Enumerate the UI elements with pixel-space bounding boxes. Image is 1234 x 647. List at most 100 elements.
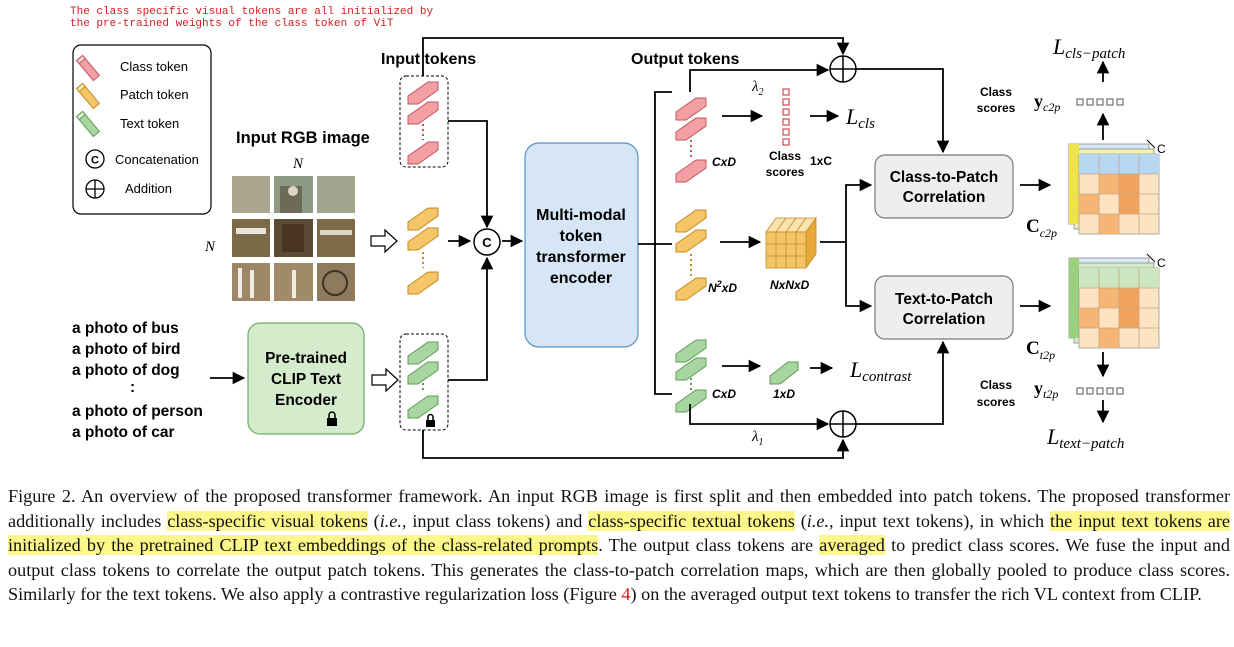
output-class-to-add-line [689, 63, 830, 92]
output-patch-dim: N2xD [708, 279, 737, 295]
output-text-dim: CxD [712, 387, 736, 401]
legend-concatenation-label: Concatenation [115, 152, 199, 167]
input-tokens-title: Input tokens [381, 51, 476, 68]
c2p-correlation-map [1068, 139, 1160, 235]
clip-encoder-line-3: Encoder [275, 392, 337, 409]
transformer-line-1: Multi-modal [536, 207, 626, 224]
patch-to-c2p-line [820, 178, 873, 243]
caption-italic: i.e., [806, 510, 834, 531]
clip-text-encoder-box [247, 322, 365, 435]
encoder-output-line [654, 244, 672, 395]
caption-text: Figure 2. An overview of the proposed tr… [8, 486, 1230, 531]
caption-highlight: class-specific visual tokens [167, 510, 368, 531]
t2p-map-channel-label: C [1157, 256, 1166, 270]
class-token-icon [75, 54, 101, 82]
y-c2p-label: yc2p [1034, 91, 1060, 114]
output-class-dim: CxD [712, 155, 736, 169]
caption-text: input class tokens) and [406, 510, 589, 531]
output-patch-tokens [675, 209, 707, 301]
cls-patch-loss: Lcls−patch [1052, 34, 1125, 62]
transformer-line-3: transformer [536, 249, 626, 266]
t2p-line-2: Correlation [903, 311, 986, 328]
t2p-correlation-map [1068, 253, 1160, 349]
caption-italic: i.e., [379, 510, 407, 531]
input-rgb-title: Input RGB image [236, 129, 370, 147]
patch-token-icon [75, 82, 101, 110]
c2p-class-scores-2: scores [977, 101, 1016, 115]
annotation-note-line-1: The class specific visual tokens are all… [70, 6, 433, 18]
small-class-scores-2: scores [766, 165, 805, 179]
caption-text: to predict class scores. We fuse the inp… [8, 535, 1230, 605]
text-addition-node [829, 410, 857, 438]
add-to-c2p-line [856, 68, 950, 154]
figure-reference-link[interactable]: 4 [621, 584, 631, 605]
concatenation-icon-letter: C [91, 155, 99, 167]
output-tokens-title: Output tokens [631, 51, 740, 68]
t2p-score-vector [1076, 387, 1124, 395]
clip-output-arrow [371, 367, 399, 393]
concatenation-node-letter: C [482, 235, 492, 250]
t2p-class-scores-1: Class [980, 378, 1012, 392]
caption-text: ) on the averaged output text tokens to … [630, 584, 1202, 605]
transformer-line-4: encoder [550, 270, 612, 287]
input-rgb-image [232, 176, 355, 301]
transformer-line-2: token [560, 228, 603, 245]
framework-figure: The class specific visual tokens are all… [70, 6, 1166, 459]
prompt-item: a photo of bus [72, 320, 179, 337]
class-score-vector [782, 88, 790, 146]
clip-lock-icon [327, 411, 337, 426]
t2p-class-scores-2: scores [977, 395, 1016, 409]
lambda-1: λ1 [751, 429, 764, 448]
t2p-line-1: Text-to-Patch [895, 291, 993, 308]
caption-text: input text tokens), in which [833, 510, 1051, 531]
dimension-n-left: N [204, 239, 216, 255]
output-text-tokens [675, 339, 707, 413]
averaged-text-token [769, 361, 799, 385]
output-text-to-add-line [689, 404, 830, 431]
text-patch-loss: Ltext−patch [1046, 424, 1124, 452]
caption-text: ( [367, 510, 380, 531]
contrast-loss: Lcontrast [849, 357, 912, 385]
prompt-item: a photo of dog [72, 362, 180, 379]
nxnxd-dim: NxNxD [770, 278, 810, 292]
input-class-tokens [407, 81, 439, 165]
lambda-2: λ2 [751, 79, 764, 98]
prompt-ellipsis: : [130, 379, 135, 396]
legend-addition-label: Addition [125, 181, 172, 196]
prompt-list: a photo of bus a photo of bird a photo o… [72, 320, 203, 441]
c2p-line-2: Correlation [903, 189, 986, 206]
class-to-patch-box [874, 154, 1014, 219]
class-addition-node [829, 55, 857, 83]
patch-feature-cube [765, 216, 817, 270]
input-patch-tokens [407, 207, 439, 295]
addition-icon [85, 179, 105, 199]
input-text-skip-line [422, 430, 850, 459]
clip-encoder-line-2: CLIP Text [271, 371, 341, 388]
prompt-item: a photo of car [72, 424, 174, 441]
cls-loss: Lcls [845, 104, 875, 132]
caption-highlight: class-specific textual tokens [588, 510, 795, 531]
dimension-n-top: N [292, 156, 304, 172]
legend-text-token-label: Text token [120, 116, 179, 131]
embed-arrow [370, 228, 398, 254]
caption-text: ( [794, 510, 807, 531]
input-class-tokens-box [399, 75, 449, 168]
prompt-item: a photo of person [72, 403, 203, 420]
figure-caption: Figure 2. An overview of the proposed tr… [8, 484, 1230, 607]
one-by-c-dim: 1xC [810, 154, 832, 168]
c2p-line-1: Class-to-Patch [890, 169, 999, 186]
legend-patch-token-label: Patch token [120, 87, 189, 102]
c2p-class-scores-1: Class [980, 85, 1012, 99]
clip-encoder-line-1: Pre-trained [265, 350, 347, 367]
c2p-score-vector [1076, 98, 1124, 106]
concatenation-node [473, 228, 501, 256]
t2p-map-label: Ct2p [1026, 338, 1055, 362]
legend: Class token Patch token Text token C Con… [72, 44, 212, 215]
y-t2p-label: yt2p [1034, 378, 1058, 401]
output-class-tokens [675, 97, 707, 183]
text-to-patch-box [874, 275, 1014, 340]
input-class-skip-line [422, 37, 850, 76]
prompt-item: a photo of bird [72, 341, 180, 358]
c2p-map-channel-label: C [1157, 142, 1166, 156]
transformer-encoder-box [524, 142, 639, 348]
